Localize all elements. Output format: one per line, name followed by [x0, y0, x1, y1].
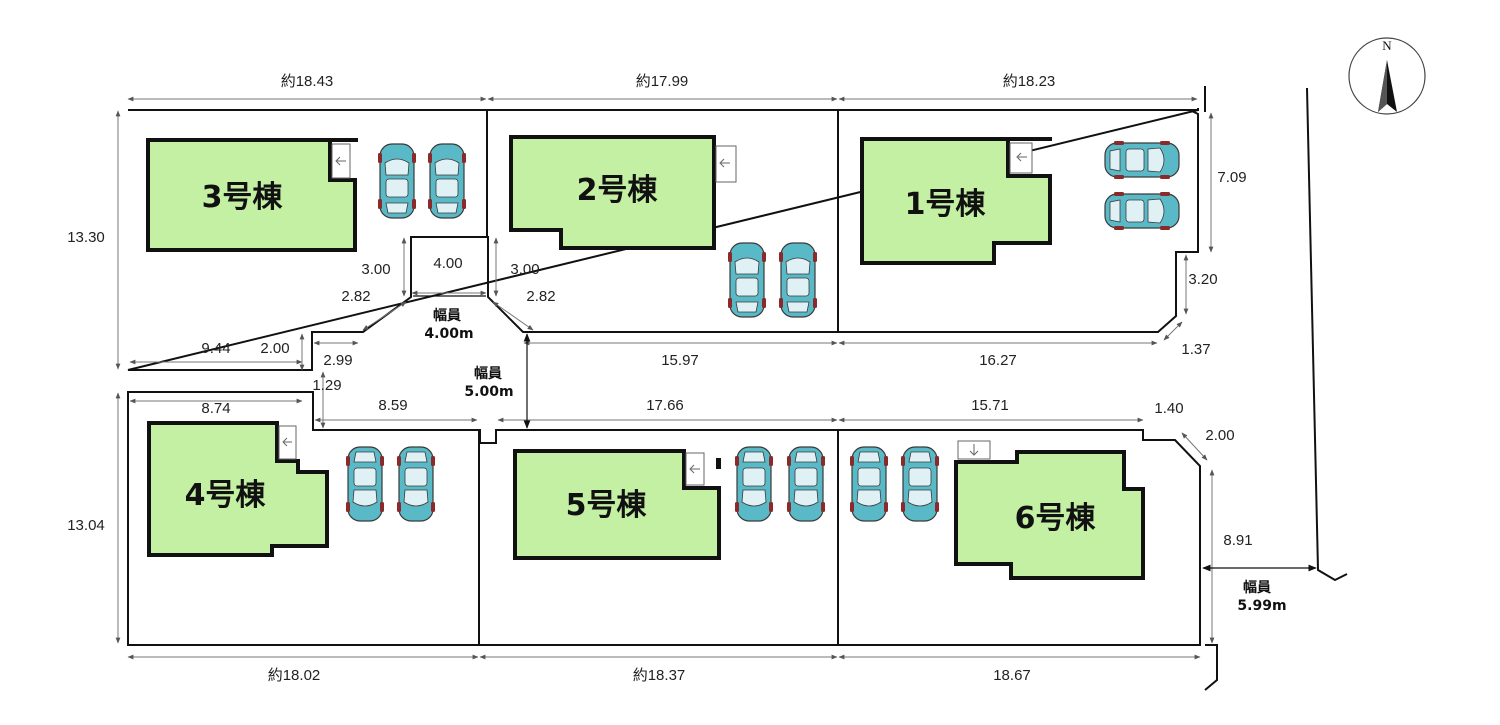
dim-cut-right-depth: 3.00 — [510, 261, 539, 278]
house-2-label: 2号棟 — [577, 173, 659, 208]
dimension-lines — [115, 96, 1317, 660]
dim-lot4-top: 8.74 — [201, 400, 230, 417]
house-5-label: 5号棟 — [566, 488, 648, 523]
car-icon — [377, 143, 417, 219]
car-icon — [1104, 191, 1180, 231]
road-cul-de-sac-label: 幅員 — [433, 307, 461, 324]
house-6 — [954, 440, 1145, 580]
car-icon — [345, 446, 385, 522]
dim-corner-ne: 1.37 — [1181, 341, 1210, 358]
dim-lot5-top: 17.66 — [646, 397, 684, 414]
car-icon — [727, 242, 767, 318]
dim-top-2: 約17.99 — [636, 73, 689, 90]
dim-left-lower: 13.04 — [67, 517, 105, 534]
dim-cut-right-diag: 2.82 — [526, 288, 555, 305]
dim-lot1-bottom: 16.27 — [979, 352, 1017, 369]
road-main-width: 5.00m — [464, 384, 513, 400]
house-1 — [860, 137, 1052, 265]
road-labels: 幅員 4.00m 幅員 5.00m 幅員 5.99m — [424, 307, 1286, 614]
car-icon — [778, 242, 818, 318]
dim-cut-width: 4.00 — [433, 255, 462, 272]
dim-cut-left-diag: 2.82 — [341, 288, 370, 305]
road-main-label: 幅員 — [474, 365, 502, 382]
dim-cut-left-depth: 3.00 — [361, 261, 390, 278]
house-3-label: 3号棟 — [202, 180, 284, 215]
dim-gap-129: 1.29 — [312, 377, 341, 394]
road-east-label: 幅員 — [1243, 579, 1271, 596]
house-3 — [146, 138, 358, 252]
car-icon — [427, 143, 467, 219]
dim-right-lower: 8.91 — [1223, 532, 1252, 549]
dim-right-upper: 7.09 — [1217, 169, 1246, 186]
road-cul-de-sac-width: 4.00m — [424, 326, 473, 342]
car-icon — [396, 446, 436, 522]
dim-lot3-bottom: 9.44 — [201, 340, 230, 357]
car-icon — [849, 446, 889, 522]
dim-top-3: 約18.43 — [281, 73, 334, 90]
dim-corner-se: 2.00 — [1205, 427, 1234, 444]
dim-lot3-step: 2.00 — [260, 340, 289, 357]
house-4-label: 4号棟 — [185, 478, 267, 513]
dim-right-notch: 3.20 — [1188, 271, 1217, 288]
dim-bottom-5: 約18.37 — [633, 667, 686, 684]
dim-bottom-4: 約18.02 — [268, 667, 321, 684]
dim-lot4-top2: 8.59 — [378, 397, 407, 414]
car-icon — [734, 446, 774, 522]
house-1-label: 1号棟 — [905, 187, 987, 222]
compass-north-label: N — [1382, 38, 1392, 53]
car-icon — [786, 446, 826, 522]
dim-lot2-bottom: 15.97 — [661, 352, 699, 369]
house-5 — [513, 449, 721, 560]
lot-boundaries — [127, 86, 1348, 691]
dimension-labels: 約18.43 約17.99 約18.23 13.30 7.09 4.00 3.0… — [67, 73, 1252, 684]
dim-bottom-6: 18.67 — [993, 667, 1031, 684]
house-6-label: 6号棟 — [1015, 501, 1097, 536]
house-4 — [147, 421, 329, 557]
car-icon — [900, 446, 940, 522]
car-icon — [1104, 140, 1180, 180]
dim-left-upper: 13.30 — [67, 229, 105, 246]
dim-lot6-step: 1.40 — [1154, 400, 1183, 417]
dim-top-1: 約18.23 — [1003, 73, 1056, 90]
dim-lot3-step-w: 2.99 — [323, 352, 352, 369]
compass-icon: N — [1348, 37, 1426, 115]
dim-lot6-top: 15.71 — [971, 397, 1009, 414]
house-2 — [509, 135, 737, 250]
road-east-width: 5.99m — [1237, 598, 1286, 614]
